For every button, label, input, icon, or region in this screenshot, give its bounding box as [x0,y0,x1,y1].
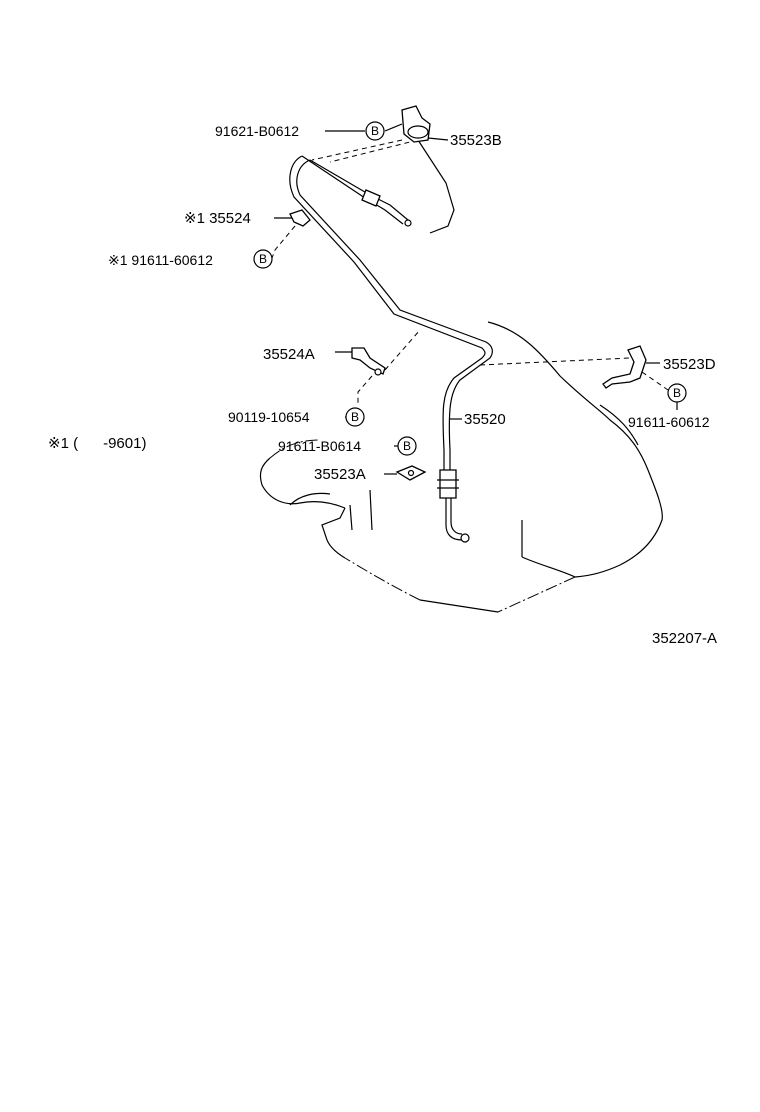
bolt-marker-4: B [397,436,417,456]
clamp-35524 [289,209,311,227]
label-35524A: 35524A [263,346,315,363]
svg-text:B: B [259,252,267,266]
clamp-35524A [351,347,386,376]
svg-text:B: B [351,410,359,424]
bolt-marker-5: B [667,383,687,403]
bracket-35523D [602,345,647,389]
label-35524: ※1 35524 [184,210,251,227]
svg-text:B: B [403,439,411,453]
bracket-35523A [395,465,427,481]
label-91621-B0612: 91621-B0612 [215,123,299,139]
svg-text:B: B [371,124,379,138]
svg-text:B: B [673,386,681,400]
leader-lines [271,123,678,475]
label-91611-60612-c: 91611-60612 [628,414,710,430]
diagram-id: 352207-A [652,630,717,647]
label-35520: 35520 [464,411,506,428]
label-35523D: 35523D [663,356,716,373]
transmission-outline [259,321,663,613]
label-90119-10654: 90119-10654 [228,409,310,425]
label-35523B: 35523B [450,132,502,149]
bolt-marker-2: B [253,249,273,269]
label-91611-60612-a: ※1 91611-60612 [108,252,213,268]
bolt-marker-3: B [345,407,365,427]
label-91611-B0614: 91611-B0614 [278,438,361,454]
throttle-cable [289,155,493,543]
engine-outline-fragment [329,139,455,234]
bolt-marker-1: B [365,121,385,141]
clamp-35523B [401,105,431,143]
label-35523A: 35523A [314,466,366,483]
footnote-range: ※1 ( -9601) [48,435,146,452]
